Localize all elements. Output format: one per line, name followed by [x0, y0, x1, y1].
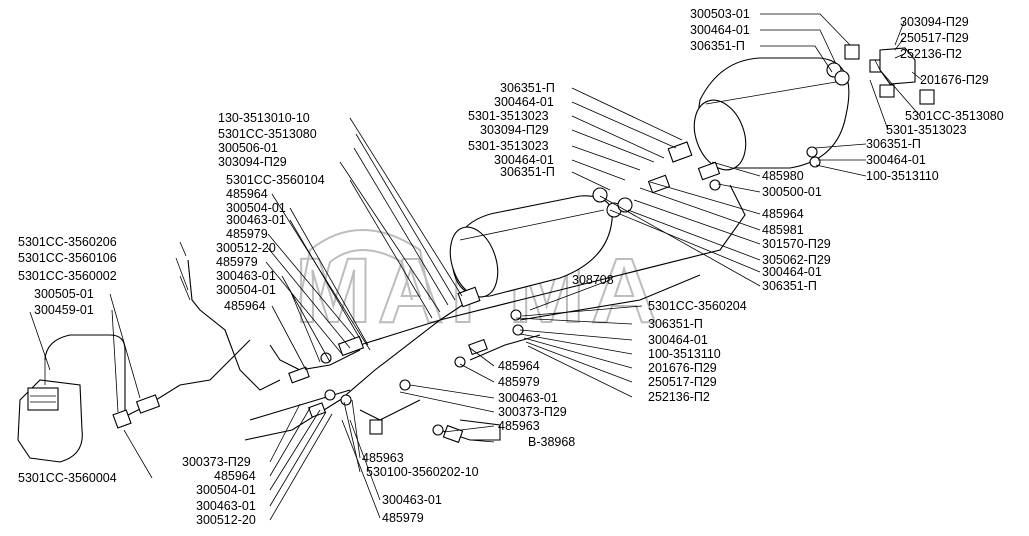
label-100-3513110: 100-3513110: [866, 169, 939, 183]
label-300512-20: 300512-20: [216, 241, 276, 255]
leader-lines: [29, 13, 923, 521]
label-530100-3560202-10: 530100-3560202-10: [366, 465, 479, 479]
label-5301cc-3560004: 5301СС-3560004: [18, 471, 117, 485]
label-300506-01: 300506-01: [218, 141, 278, 155]
label-485964: 485964: [498, 359, 540, 373]
label-305062-p29: 305062-П29: [762, 253, 831, 267]
label-300500-01: 300500-01: [762, 185, 822, 199]
label-201676-p29: 201676-П29: [920, 73, 989, 87]
label-485964: 485964: [226, 187, 268, 201]
label-485979: 485979: [382, 511, 424, 525]
label-b-38968: В-38968: [528, 435, 575, 449]
label-252136-p2: 252136-П2: [648, 390, 710, 404]
label-300464-01: 300464-01: [866, 153, 926, 167]
label-250517-p29: 250517-П29: [648, 375, 717, 389]
label-485979: 485979: [216, 255, 258, 269]
label-300504-01: 300504-01: [226, 201, 286, 215]
label-252136-p2: 252136-П2: [900, 47, 962, 61]
label-485964: 485964: [214, 469, 256, 483]
label-300464-01: 300464-01: [494, 153, 554, 167]
label-306351-p: 306351-П: [648, 317, 703, 331]
label-306351-p: 306351-П: [500, 81, 555, 95]
label-485979: 485979: [498, 375, 540, 389]
label-300512-20: 300512-20: [196, 513, 256, 527]
pipe-network: [44, 184, 746, 441]
label-485964: 485964: [224, 299, 266, 313]
label-300464-01: 300464-01: [494, 95, 554, 109]
label-300463-01: 300463-01: [382, 493, 442, 507]
label-5301cc-3560204: 5301СС-3560204: [648, 299, 747, 313]
label-5301cc-3560002: 5301СС-3560002: [18, 269, 117, 283]
label-485981: 485981: [762, 223, 804, 237]
label-130-3513010-10: 130-3513010-10: [218, 111, 310, 125]
label-300459-01: 300459-01: [34, 303, 94, 317]
label-303094-p29: 303094-П29: [900, 15, 969, 29]
label-300503-01: 300503-01: [690, 7, 750, 21]
label-5301cc-3560206: 5301СС-3560206: [18, 235, 117, 249]
label-300505-01: 300505-01: [34, 287, 94, 301]
part-labels: 300503-01 300464-01 306351-П 303094-П29 …: [18, 7, 1004, 527]
label-300504-01: 300504-01: [216, 283, 276, 297]
label-301570-p29: 301570-П29: [762, 237, 831, 251]
label-306351-p: 306351-П: [690, 39, 745, 53]
label-485980: 485980: [762, 169, 804, 183]
label-300464-01: 300464-01: [762, 265, 822, 279]
label-300463-01: 300463-01: [196, 499, 256, 513]
label-308708: 308708: [572, 273, 614, 287]
label-485979: 485979: [226, 227, 268, 241]
receiver-rear: [693, 57, 850, 171]
compressor: [17, 355, 83, 463]
label-5301-3513023: 5301-3513023: [468, 109, 549, 123]
label-306351-p: 306351-П: [500, 165, 555, 179]
label-5301cc-3513080: 5301СС-3513080: [218, 127, 317, 141]
label-300373-p29: 300373-П29: [498, 405, 567, 419]
label-485963: 485963: [362, 451, 404, 465]
label-303094-p29: 303094-П29: [218, 155, 287, 169]
label-300464-01: 300464-01: [690, 23, 750, 37]
receiver-front: [449, 195, 613, 298]
label-5301-3513023: 5301-3513023: [886, 123, 967, 137]
label-300463-01: 300463-01: [226, 213, 286, 227]
label-250517-p29: 250517-П29: [900, 31, 969, 45]
label-5301cc-3560104: 5301СС-3560104: [226, 173, 325, 187]
label-5301-3513023: 5301-3513023: [468, 139, 549, 153]
label-485963: 485963: [498, 419, 540, 433]
label-306351-p: 306351-П: [866, 137, 921, 151]
label-303094-p29: 303094-П29: [480, 123, 549, 137]
watermark-logo: [299, 229, 431, 301]
label-306351-p: 306351-П: [762, 279, 817, 293]
label-300504-01: 300504-01: [196, 483, 256, 497]
label-300463-01: 300463-01: [498, 391, 558, 405]
label-485964: 485964: [762, 207, 804, 221]
seal-rings: [320, 62, 850, 436]
label-5301cc-3513080: 5301СС-3513080: [905, 109, 1004, 123]
label-300464-01: 300464-01: [648, 333, 708, 347]
fittings: [112, 44, 935, 444]
label-300373-p29: 300373-П29: [182, 455, 251, 469]
label-201676-p29: 201676-П29: [648, 361, 717, 375]
label-100-3513110: 100-3513110: [648, 347, 721, 361]
label-300463-01: 300463-01: [216, 269, 276, 283]
label-5301cc-3560106: 5301СС-3560106: [18, 251, 117, 265]
